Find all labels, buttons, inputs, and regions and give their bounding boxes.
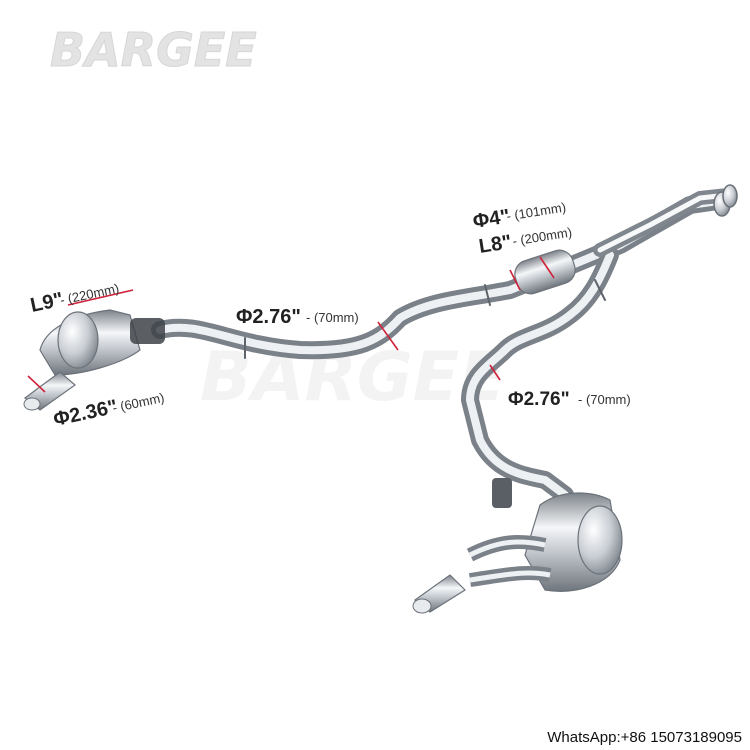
svg-text:L8": L8" bbox=[477, 231, 513, 258]
dimension-lines bbox=[27, 256, 555, 393]
left-muffler bbox=[23, 309, 165, 411]
svg-text:- (220mm): - (220mm) bbox=[59, 281, 121, 308]
dim-right-pipe-diameter: Φ2.76" - (70mm) bbox=[508, 389, 631, 410]
svg-text:Φ2.76": Φ2.76" bbox=[508, 389, 570, 410]
svg-text:- (70mm): - (70mm) bbox=[306, 310, 359, 325]
svg-text:- (101mm): - (101mm) bbox=[505, 199, 567, 223]
svg-text:- (200mm): - (200mm) bbox=[511, 224, 573, 248]
svg-text:- (60mm): - (60mm) bbox=[111, 390, 166, 416]
svg-text:Φ2.36": Φ2.36" bbox=[51, 396, 119, 431]
svg-text:Φ2.76": Φ2.76" bbox=[236, 306, 301, 328]
dim-tip-left-diameter: Φ2.36" - (60mm) bbox=[51, 390, 166, 431]
brand-logo: BARGEE bbox=[50, 23, 257, 77]
svg-text:- (70mm): - (70mm) bbox=[578, 392, 631, 407]
dim-mid-pipe-diameter: Φ2.76" - (70mm) bbox=[236, 306, 359, 328]
right-muffler bbox=[412, 478, 623, 614]
resonator bbox=[514, 249, 576, 295]
exhaust-assembly bbox=[151, 184, 738, 504]
footer-contact: WhatsApp:+86 15073189095 bbox=[547, 729, 742, 746]
